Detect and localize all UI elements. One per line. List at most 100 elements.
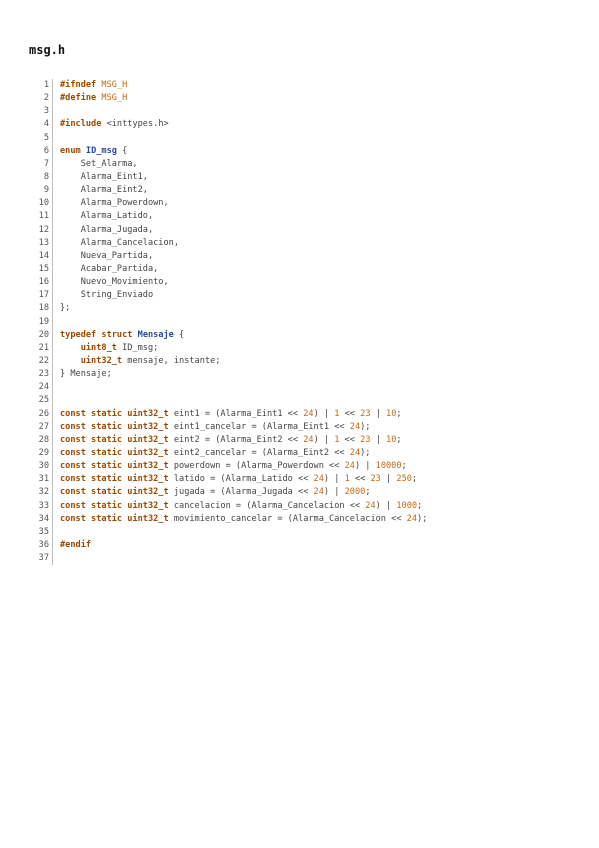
code-line: 16 Nuevo_Movimiento,	[32, 276, 427, 290]
code-token: };	[60, 303, 71, 314]
code-token: ) |	[313, 434, 335, 445]
code-token: 24	[365, 500, 376, 511]
code-line: 35	[32, 525, 427, 539]
code-token: Alarma_Eint1,	[60, 171, 148, 182]
line-number: 34	[38, 513, 49, 524]
gutter-divider	[52, 525, 53, 539]
code-token: ID_msg	[85, 145, 117, 156]
line-number: 14	[38, 250, 49, 261]
code-text: Nuevo_Movimiento,	[60, 276, 169, 289]
code-text: #ifndef MSG_H	[60, 79, 127, 92]
code-text: const static uint32_t jugada = (Alarma_J…	[60, 486, 371, 499]
line-number: 37	[38, 553, 49, 564]
code-token: ) |	[375, 500, 397, 511]
code-token: 10000	[375, 461, 402, 472]
code-token: eint2_cancelar = (Alarma_Eint2 <<	[168, 447, 350, 458]
line-number: 32	[38, 487, 49, 498]
line-number: 13	[38, 237, 49, 248]
line-number: 36	[38, 539, 49, 550]
code-line: 37	[32, 552, 427, 566]
code-token: Nuevo_Movimiento,	[60, 277, 169, 288]
code-line: 11 Alarma_Latido,	[32, 210, 427, 224]
code-line: 19	[32, 315, 427, 329]
code-token: 1	[334, 434, 340, 445]
code-text: const static uint32_t movimiento_cancela…	[60, 513, 427, 526]
line-number: 15	[38, 263, 49, 274]
code-token: 10	[386, 434, 397, 445]
line-number: 3	[43, 106, 49, 117]
code-text: typedef struct Mensaje {	[60, 329, 184, 342]
code-token: typedef	[60, 329, 97, 340]
code-line: 9 Alarma_Eint2,	[32, 184, 427, 198]
code-token: 10	[386, 408, 397, 419]
code-token: Alarma_Latido,	[60, 211, 154, 222]
code-line: 12 Alarma_Jugada,	[32, 223, 427, 237]
code-line: 34 const static uint32_t movimiento_cance…	[32, 512, 427, 526]
code-line: 4#include <inttypes.h>	[32, 118, 427, 132]
gutter-divider	[52, 552, 53, 566]
code-text: Acabar_Partida,	[60, 263, 159, 276]
code-text: #endif	[60, 539, 91, 552]
code-text: const static uint32_t eint2 = (Alarma_Ei…	[60, 434, 402, 447]
code-token: Alarma_Eint2,	[60, 185, 148, 196]
code-line: 8 Alarma_Eint1,	[32, 170, 427, 185]
code-token: #endif	[60, 539, 92, 550]
code-token: uint32_t	[127, 447, 169, 458]
code-token: #define	[60, 93, 97, 104]
code-token: Nueva_Partida,	[60, 250, 154, 261]
code-token: String_Enviado	[60, 290, 154, 301]
code-token: uint32_t	[127, 500, 169, 511]
code-token: ) |	[354, 461, 376, 472]
code-token: |	[370, 408, 387, 419]
code-text: #include <inttypes.h>	[60, 118, 169, 131]
code-token: uint32_t	[127, 513, 169, 524]
line-number: 33	[38, 500, 49, 511]
line-number: 22	[38, 355, 49, 366]
code-token: <inttypes.h>	[101, 119, 169, 130]
code-text: Set_Alarma,	[60, 158, 138, 171]
gutter-divider	[52, 315, 53, 329]
code-text: const static uint32_t latido = (Alarma_L…	[60, 473, 417, 486]
code-line: 24	[32, 381, 427, 395]
code-token: 1	[334, 408, 340, 419]
line-number: 24	[38, 382, 49, 393]
code-token: ID_msg;	[116, 342, 159, 353]
gutter-divider	[52, 236, 53, 250]
code-line: 32 const static uint32_t jugada = (Alarma…	[32, 486, 427, 500]
line-number: 21	[38, 342, 49, 353]
code-text: uint8_t ID_msg;	[60, 342, 159, 355]
code-token: cancelacion = (Alarma_Cancelacion <<	[168, 500, 366, 511]
code-text: const static uint32_t cancelacion = (Ala…	[60, 500, 422, 513]
code-text: enum ID_msg {	[60, 145, 127, 158]
code-text: Nueva_Partida,	[60, 250, 153, 263]
code-line: 23 } Mensaje;	[32, 368, 427, 382]
code-token: 24	[303, 434, 314, 445]
code-line: 18};	[32, 302, 427, 316]
code-token: ;	[396, 434, 402, 445]
line-number: 28	[38, 434, 49, 445]
code-text: const static uint32_t eint1 = (Alarma_Ei…	[60, 408, 402, 421]
code-text: };	[60, 302, 70, 315]
code-text: } Mensaje;	[60, 368, 112, 381]
code-token: uint32_t	[127, 461, 169, 472]
code-token: latido = (Alarma_Latido <<	[168, 474, 314, 485]
gutter-divider	[52, 381, 53, 395]
code-line: 25	[32, 394, 427, 408]
code-token: 23	[360, 434, 371, 445]
code-token: struct	[101, 329, 133, 340]
line-number: 23	[38, 369, 49, 380]
line-number: 1	[43, 80, 49, 90]
line-number: 27	[38, 421, 49, 432]
gutter-divider	[52, 289, 53, 303]
line-number: 7	[43, 158, 49, 169]
gutter-divider	[52, 460, 53, 474]
code-line: 3	[32, 105, 427, 119]
gutter-divider	[52, 407, 53, 421]
line-number: 10	[38, 198, 49, 209]
code-text: String_Enviado	[60, 289, 153, 302]
line-number: 17	[38, 290, 49, 301]
